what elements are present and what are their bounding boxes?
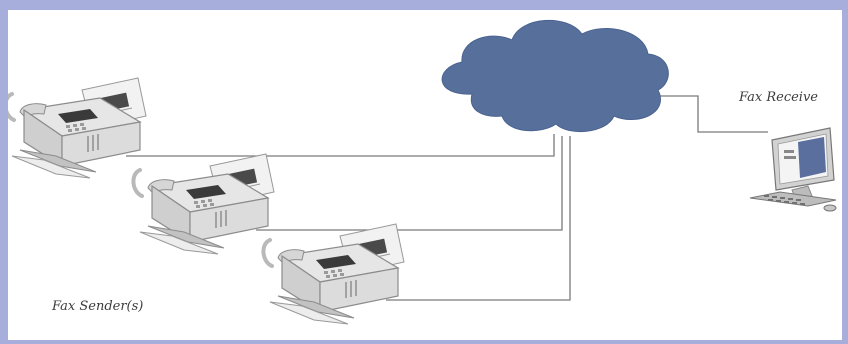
fax-machine-icon-1 <box>8 78 146 178</box>
desktop-computer-icon <box>750 128 836 211</box>
fax-receiver-label: Fax Receive <box>739 90 818 105</box>
fax-machine-icon-2 <box>133 154 274 254</box>
cloud-icon <box>442 20 668 131</box>
diagram-frame: Fax Receive Fax Sender(s) <box>8 10 842 340</box>
fax-sender-label: Fax Sender(s) <box>52 299 143 314</box>
fax-machine-icon-3 <box>263 224 404 324</box>
network-diagram <box>8 10 842 340</box>
